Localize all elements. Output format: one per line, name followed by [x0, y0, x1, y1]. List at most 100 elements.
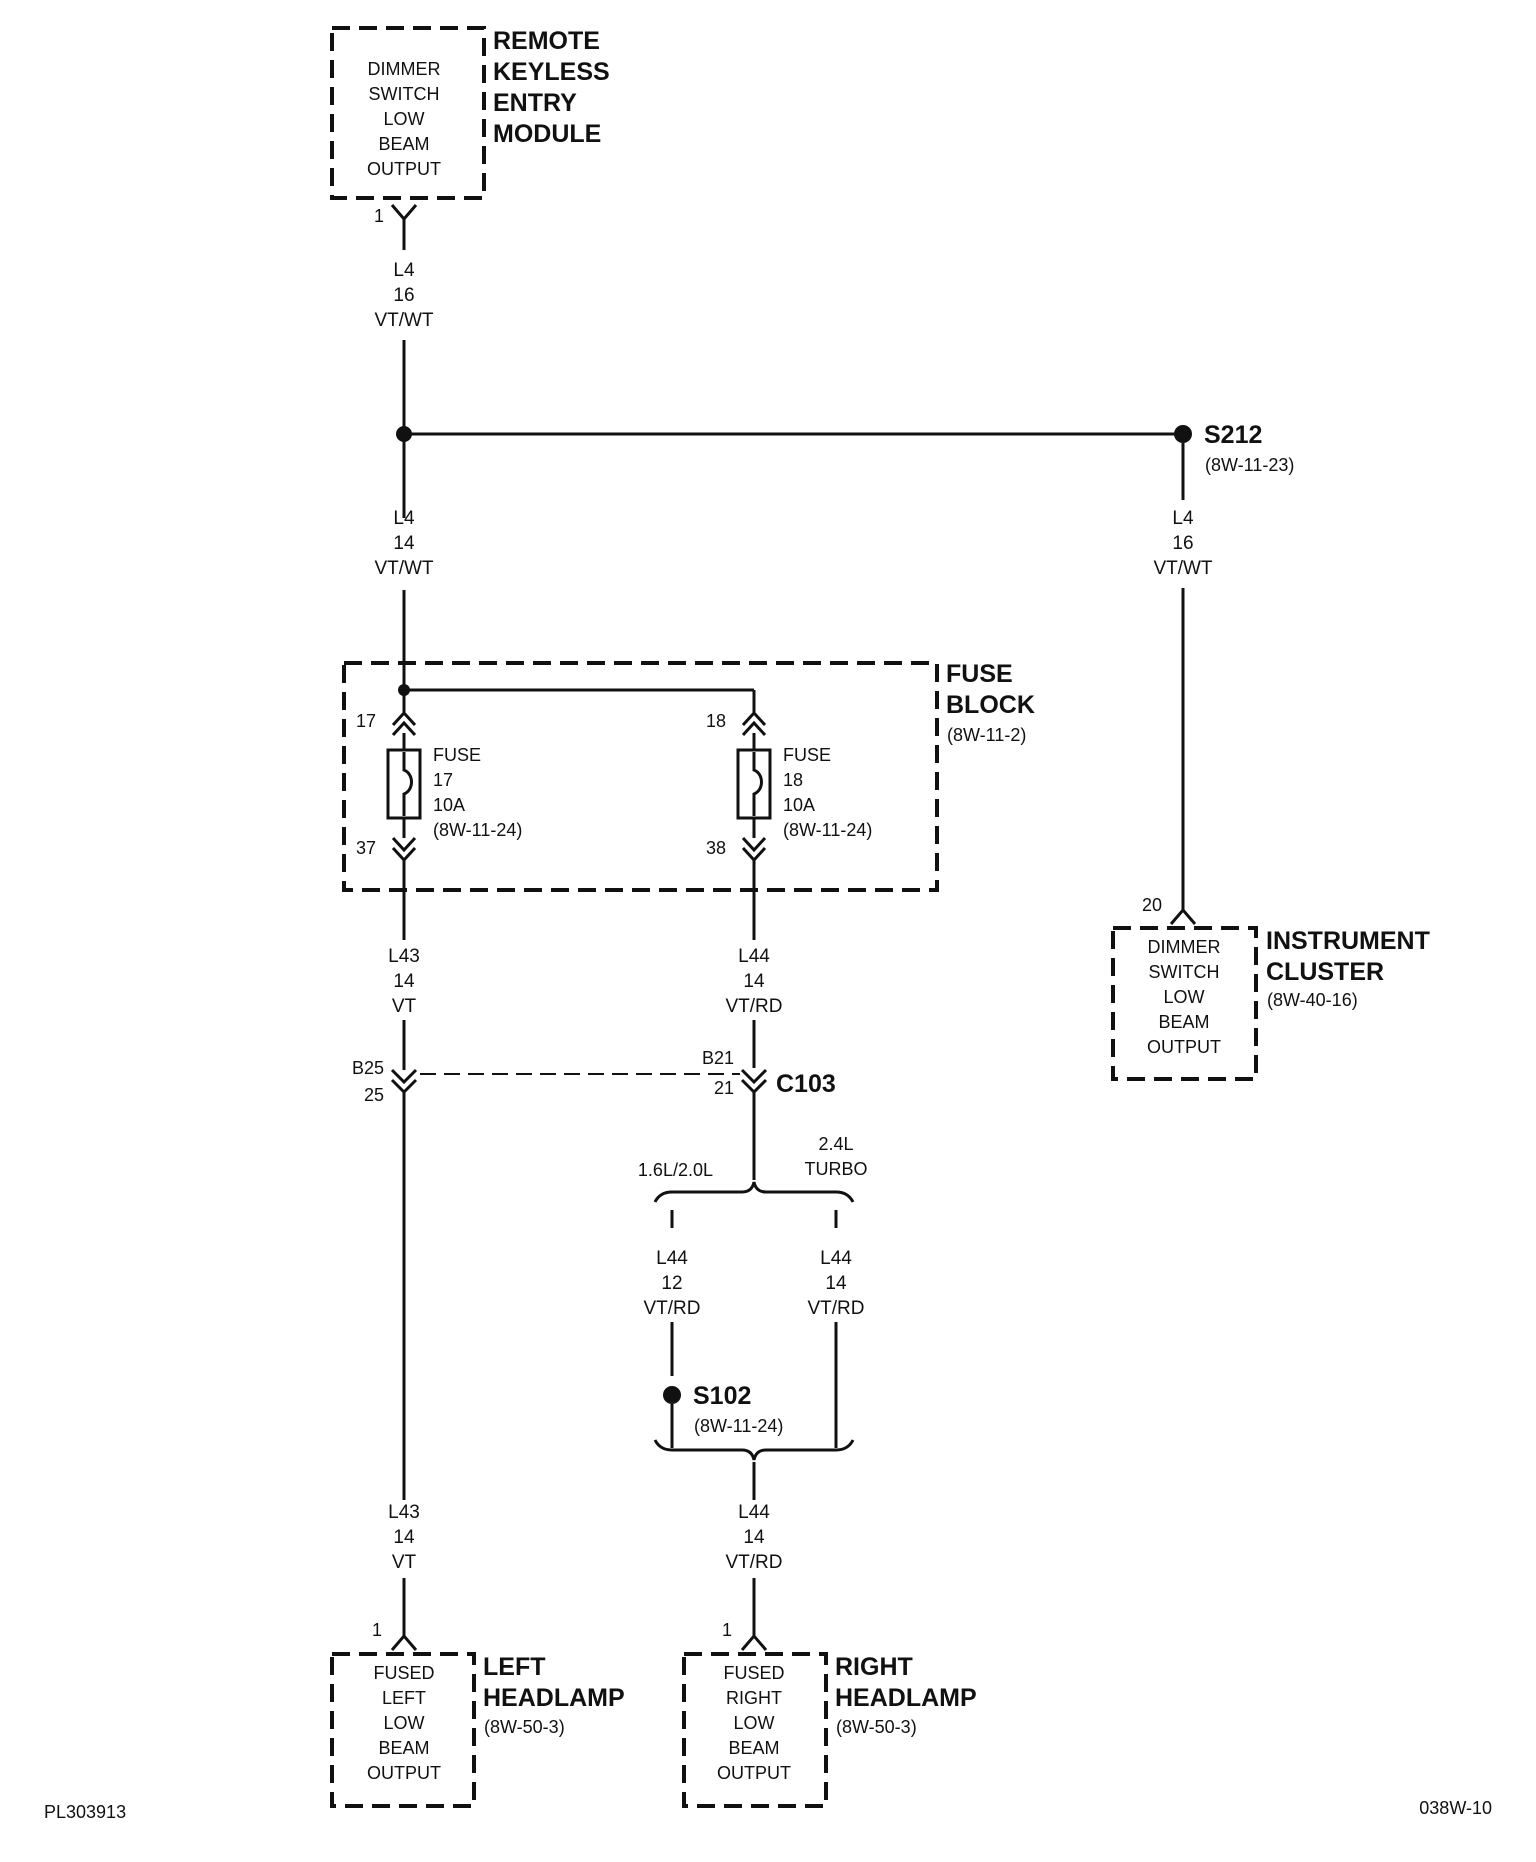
wire-gauge: 14 [743, 1527, 765, 1548]
connector-c103: B25 25 B21 21 C103 [352, 1048, 836, 1105]
c103-right-cavity: B21 [702, 1048, 734, 1068]
rke-title-line: REMOTE [493, 27, 600, 55]
cluster-inner-line: LOW [1163, 987, 1204, 1007]
rke-module: DIMMER SWITCH LOW BEAM OUTPUT REMOTE KEY… [330, 26, 610, 226]
left-headlamp-inner: LEFT [382, 1688, 426, 1708]
wire-color: VT [392, 996, 417, 1017]
wire-gauge: 14 [825, 1273, 847, 1294]
cluster-ref: (8W-40-16) [1267, 990, 1358, 1010]
footer-left-code: PL303913 [44, 1802, 126, 1822]
cluster-title: INSTRUMENT [1266, 927, 1430, 955]
wire-gauge: 14 [393, 971, 415, 992]
fuse-17: 17 37 FUSE 17 10A (8W-11-24) [356, 710, 522, 863]
fuse17-pin-in: 17 [356, 711, 376, 731]
fuse-block-box [342, 661, 939, 892]
wire-gauge: 14 [743, 971, 765, 992]
left-headlamp-ref: (8W-50-3) [484, 1717, 565, 1737]
left-headlamp-inner: FUSED [373, 1663, 434, 1683]
fuse-block-title: FUSE [946, 660, 1013, 688]
left-headlamp-title: HEADLAMP [483, 1684, 625, 1712]
fuse-block-ref: (8W-11-2) [947, 725, 1026, 745]
rke-pin: 1 [374, 206, 384, 226]
wire-circuit: L4 [1172, 508, 1194, 529]
wire-circuit: L44 [820, 1248, 852, 1269]
rke-title-line: ENTRY [493, 89, 577, 117]
wire-label-l44-24: L44 14 VT/RD [808, 1248, 865, 1319]
wire-label-rke: L4 16 VT/WT [374, 260, 433, 331]
option-left-label: 1.6L/2.0L [638, 1160, 713, 1180]
wire-label-main: L4 14 VT/WT [374, 508, 433, 579]
fuse-element-icon [402, 752, 413, 816]
wire-label-l43-upper: L43 14 VT [388, 946, 420, 1017]
cluster-pin: 20 [1142, 895, 1162, 915]
wire-gauge: 16 [393, 285, 414, 306]
option-brace-top [653, 1181, 855, 1203]
fuse17-label: 10A [433, 795, 465, 815]
wire-color: VT/RD [726, 996, 783, 1017]
fuse18-pin-out: 38 [706, 838, 726, 858]
wire-gauge: 12 [661, 1273, 682, 1294]
wire-circuit: L43 [388, 946, 420, 967]
fuse18-label: 10A [783, 795, 815, 815]
c103-name: C103 [776, 1070, 836, 1098]
wire-color: VT/WT [374, 558, 433, 579]
wire-label-l43-lower: L43 14 VT [388, 1502, 420, 1573]
wire-color: VT/RD [726, 1552, 783, 1573]
cluster-inner-line: SWITCH [1149, 962, 1220, 982]
right-headlamp-title: HEADLAMP [835, 1684, 977, 1712]
left-headlamp-inner: LOW [383, 1713, 424, 1733]
cluster-connector-symbol [1169, 907, 1197, 925]
right-headlamp-ref: (8W-50-3) [836, 1717, 917, 1737]
cluster-inner-line: DIMMER [1148, 937, 1221, 957]
wire-circuit: L4 [393, 508, 415, 529]
fuse17-label: (8W-11-24) [433, 820, 522, 840]
right-headlamp-inner: FUSED [723, 1663, 784, 1683]
splice-s212-dot [1174, 425, 1192, 443]
fuse18-label: FUSE [783, 745, 831, 765]
option-right-label: 2.4L [818, 1134, 853, 1154]
wire-color: VT/RD [644, 1298, 701, 1319]
rke-title-line: MODULE [493, 120, 601, 148]
wire-label-l44-16-20: L44 12 VT/RD [644, 1248, 701, 1319]
left-headlamp-connector-symbol [390, 1633, 418, 1651]
fuse-block-title: BLOCK [946, 691, 1035, 719]
right-headlamp: 1 FUSED RIGHT LOW BEAM OUTPUT RIGHT HEAD… [682, 1620, 977, 1808]
left-headlamp: 1 FUSED LEFT LOW BEAM OUTPUT LEFT HEADLA… [330, 1620, 625, 1808]
fuse17-pin-out: 37 [356, 838, 376, 858]
wire-circuit: L44 [738, 946, 770, 967]
fuse18-pin-in: 18 [706, 711, 726, 731]
option-right-label: TURBO [805, 1159, 868, 1179]
fuse18-label: (8W-11-24) [783, 820, 872, 840]
c103-left-pin: 25 [364, 1085, 384, 1105]
fuse-element-icon [752, 752, 763, 816]
fuse17-label: FUSE [433, 745, 481, 765]
rke-inner-line: OUTPUT [367, 159, 441, 179]
fuse-18: 18 38 FUSE 18 10A (8W-11-24) [706, 710, 872, 863]
splice-s102-ref: (8W-11-24) [694, 1416, 783, 1436]
left-headlamp-inner: OUTPUT [367, 1763, 441, 1783]
cluster-inner-line: BEAM [1158, 1012, 1209, 1032]
c103-left-cavity: B25 [352, 1058, 384, 1078]
rke-inner-line: SWITCH [369, 84, 440, 104]
female-terminal-icon [391, 710, 417, 737]
female-terminal-icon [741, 836, 767, 863]
right-headlamp-inner: BEAM [728, 1738, 779, 1758]
connector-terminal-icon [740, 1068, 768, 1095]
cluster-box [1111, 926, 1258, 1081]
left-headlamp-box [330, 1652, 476, 1808]
rke-title-line: KEYLESS [493, 58, 610, 86]
fuse17-label: 17 [433, 770, 453, 790]
wire-gauge: 14 [393, 1527, 415, 1548]
right-headlamp-inner: OUTPUT [717, 1763, 791, 1783]
right-headlamp-inner: RIGHT [726, 1688, 782, 1708]
right-headlamp-connector-symbol [740, 1633, 768, 1651]
wire-label-cluster: L4 16 VT/WT [1153, 508, 1212, 579]
female-terminal-icon [741, 710, 767, 737]
left-headlamp-inner: BEAM [378, 1738, 429, 1758]
fuse-block: FUSE BLOCK (8W-11-2) 17 37 FUSE 17 10A (… [342, 660, 1035, 892]
wire-color: VT/RD [808, 1298, 865, 1319]
connector-terminal-icon [390, 1068, 418, 1095]
wire-color: VT [392, 1552, 417, 1573]
cluster-title: CLUSTER [1266, 958, 1384, 986]
